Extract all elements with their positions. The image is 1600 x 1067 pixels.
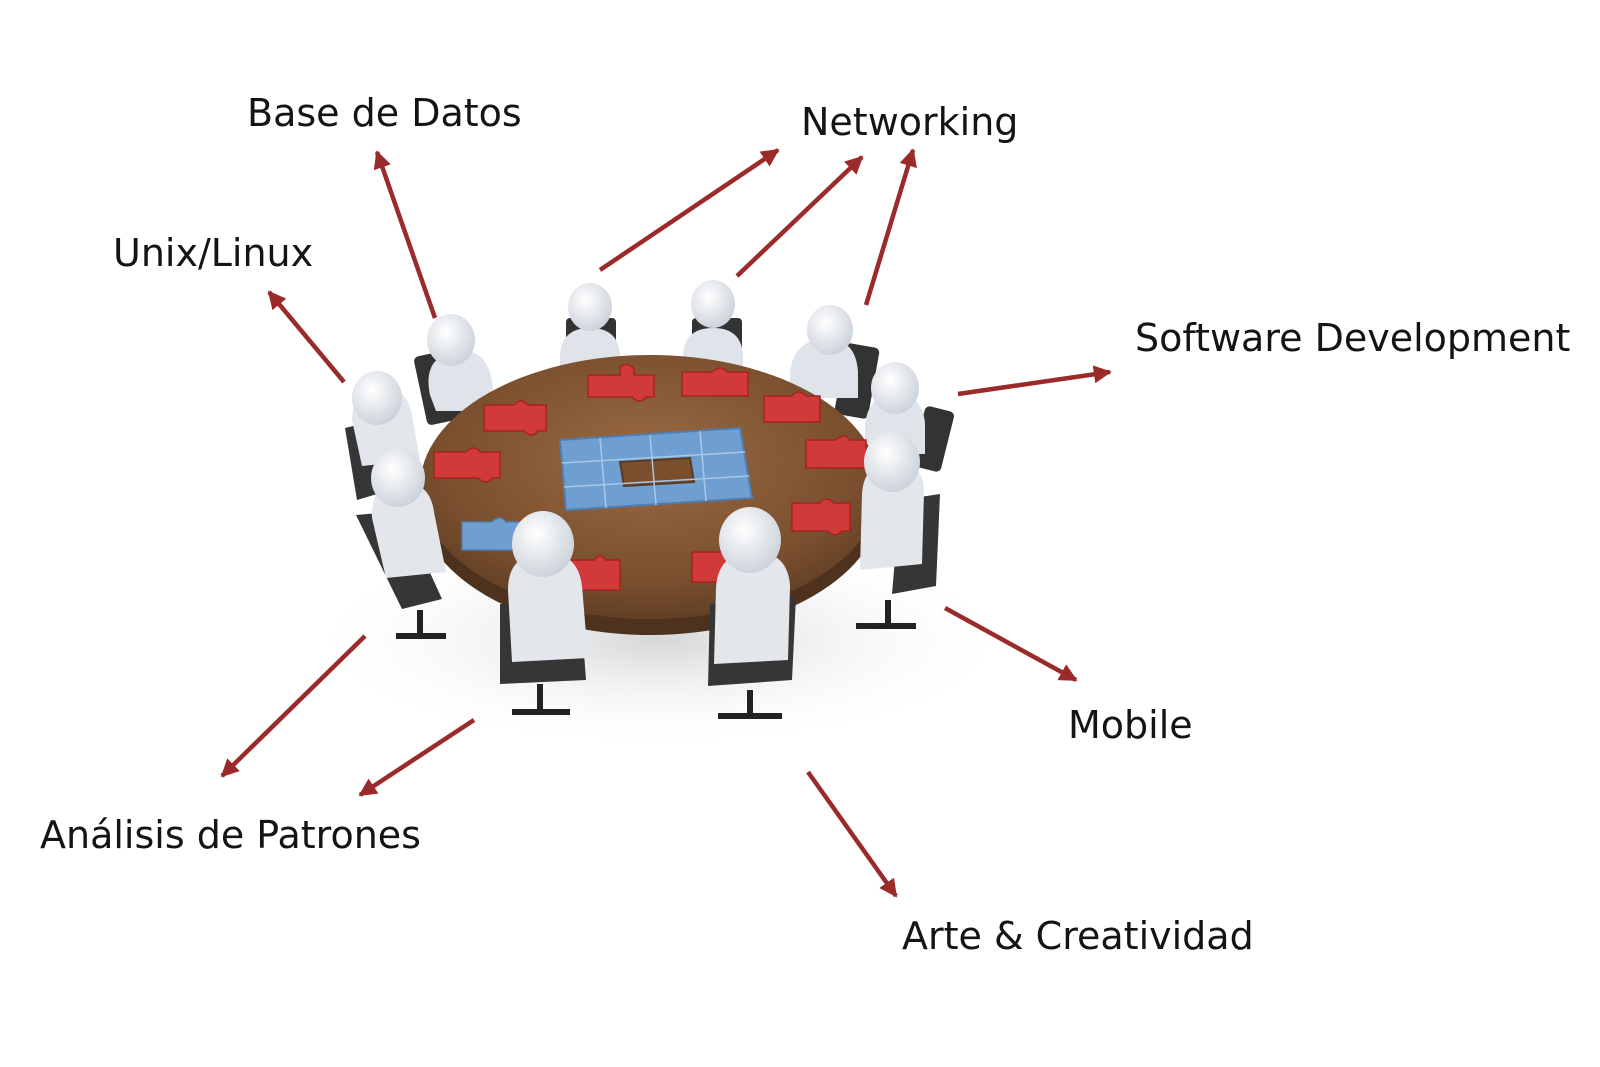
arrow-analisis-2 [360,720,474,795]
topic-label-software-development: Software Development [1135,319,1570,357]
blue-puzzle [560,428,752,510]
arrow-networking-3 [866,150,913,305]
topic-label-networking: Networking [801,103,1018,141]
arrow-arte-creatividad [808,772,896,896]
figure [790,305,858,398]
topic-label-analisis-de-patrones: Análisis de Patrones [40,816,421,854]
figure [860,432,924,570]
arrow-software-development [958,372,1110,394]
topic-label-mobile: Mobile [1068,706,1193,744]
arrow-analisis-1 [222,636,365,776]
topic-label-base-de-datos: Base de Datos [247,94,522,132]
topic-label-unix-linux: Unix/Linux [113,234,313,272]
arrow-networking-1 [600,150,778,270]
arrow-networking-2 [737,157,862,276]
figure [714,507,790,664]
arrow-base-de-datos [377,152,435,318]
topic-label-arte-creatividad: Arte & Creatividad [902,917,1254,955]
figure [352,371,420,466]
arrow-unix-linux [269,292,344,382]
